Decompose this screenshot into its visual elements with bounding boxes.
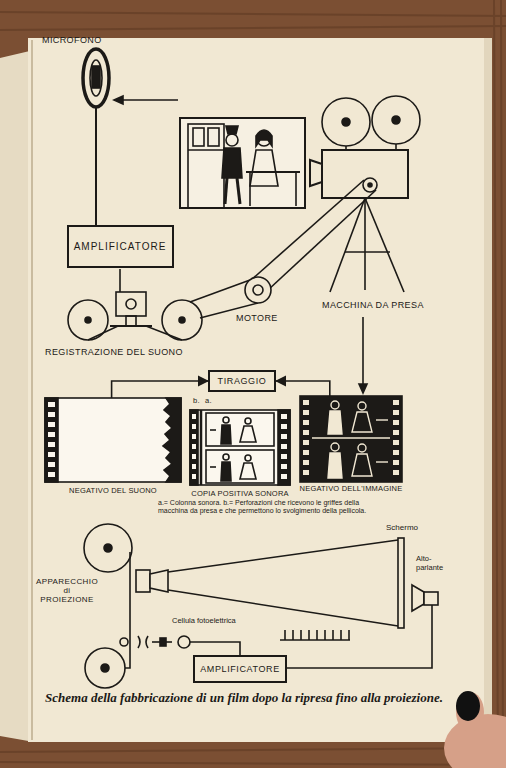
hand xyxy=(444,691,506,768)
part-label: Alto-parlante xyxy=(416,555,458,572)
drawing xyxy=(45,49,438,688)
part-label: MACCHINA DA PRESA xyxy=(322,300,424,310)
part-label: Schermo xyxy=(386,523,418,532)
part-label: a. xyxy=(205,397,212,406)
figure-caption: Schema della fabbricazione di un film do… xyxy=(45,690,443,706)
film-strip: COPIA POSITIVA SONORA xyxy=(186,410,294,498)
node-label: NEGATIVO DEL SUONO xyxy=(69,486,157,495)
node-label: AMPLIFICATORE xyxy=(200,664,279,674)
part-label: b. xyxy=(193,397,200,406)
amplifier-box: AMPLIFICATORE xyxy=(193,655,287,683)
amplifier-box: AMPLIFICATORE xyxy=(67,225,174,268)
part-label: a.= Colonna sonora. b.= Perforazioni che… xyxy=(158,499,382,515)
part-label: MOTORE xyxy=(236,313,278,323)
node-label: COPIA POSITIVA SONORA xyxy=(191,489,288,498)
film-strip: NEGATIVO DELL'IMMAGINE xyxy=(298,396,404,493)
part-label: Cellula fotoelettrica xyxy=(172,617,236,626)
part-label: APPARECCHIO di PROIEZIONE xyxy=(36,577,98,605)
node-label: TIRAGGIO xyxy=(218,376,267,386)
connector-arrow xyxy=(112,381,208,398)
node-label: AMPLIFICATORE xyxy=(74,241,167,252)
part-label: MICROFONO xyxy=(42,35,102,45)
film-strip: NEGATIVO DEL SUONO xyxy=(45,398,181,495)
part-label: REGISTRAZIONE DEL SUONO xyxy=(45,347,183,357)
page-edge xyxy=(484,38,492,742)
process-box: TIRAGGIO xyxy=(208,370,276,392)
page xyxy=(28,38,492,742)
connector-arrow xyxy=(276,381,330,396)
node-label: NEGATIVO DELL'IMMAGINE xyxy=(300,484,403,493)
